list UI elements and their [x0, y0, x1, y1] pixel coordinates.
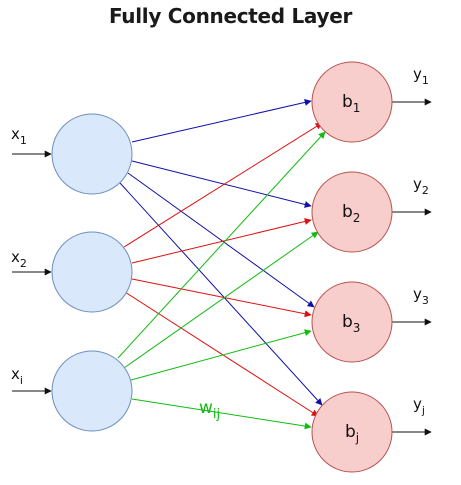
edge-x1-b3 [127, 172, 315, 308]
edges-from-x1 [119, 98, 323, 406]
weight-label: wij [199, 398, 220, 422]
input-label-xi: xi [11, 365, 23, 387]
input-node-xi [51, 350, 133, 432]
output-node-b3 [311, 281, 393, 363]
edge-x2-b3 [131, 278, 312, 318]
edge-x1-bj [119, 182, 323, 406]
node-label-bj: bj [345, 422, 359, 445]
edge-xi-bj [131, 398, 312, 430]
edge-xi-b2 [123, 231, 319, 369]
diagram-title: Fully Connected Layer [108, 4, 353, 28]
edge-x2-bj [124, 291, 319, 417]
output-label-y1: y1 [413, 65, 429, 87]
output-arrows [392, 98, 432, 436]
node-label-b1: b1 [342, 92, 360, 115]
edge-x1-b1 [131, 98, 312, 143]
output-nodes [311, 61, 393, 473]
edges-from-xi [117, 131, 326, 430]
input-label-x2: x2 [11, 248, 27, 270]
edge-x2-b2 [131, 218, 312, 264]
input-arrows [12, 150, 52, 395]
output-label-y3: y3 [413, 285, 429, 307]
input-node-x1 [51, 113, 133, 195]
node-label-b3: b3 [342, 312, 360, 335]
input-nodes [51, 113, 133, 432]
output-node-bj [311, 391, 393, 473]
input-label-x1: x1 [11, 125, 27, 147]
edge-x2-b1 [123, 122, 323, 248]
output-label-yj: yj [413, 395, 425, 417]
output-node-b2 [311, 171, 393, 253]
edge-xi-b1 [117, 131, 326, 359]
edge-xi-b3 [130, 329, 312, 381]
edge-x1-b2 [131, 160, 312, 208]
input-node-x2 [51, 231, 133, 313]
edges-from-x2 [123, 122, 323, 417]
output-label-y2: y2 [413, 175, 429, 197]
output-node-b1 [311, 61, 393, 143]
node-label-b2: b2 [342, 202, 360, 225]
